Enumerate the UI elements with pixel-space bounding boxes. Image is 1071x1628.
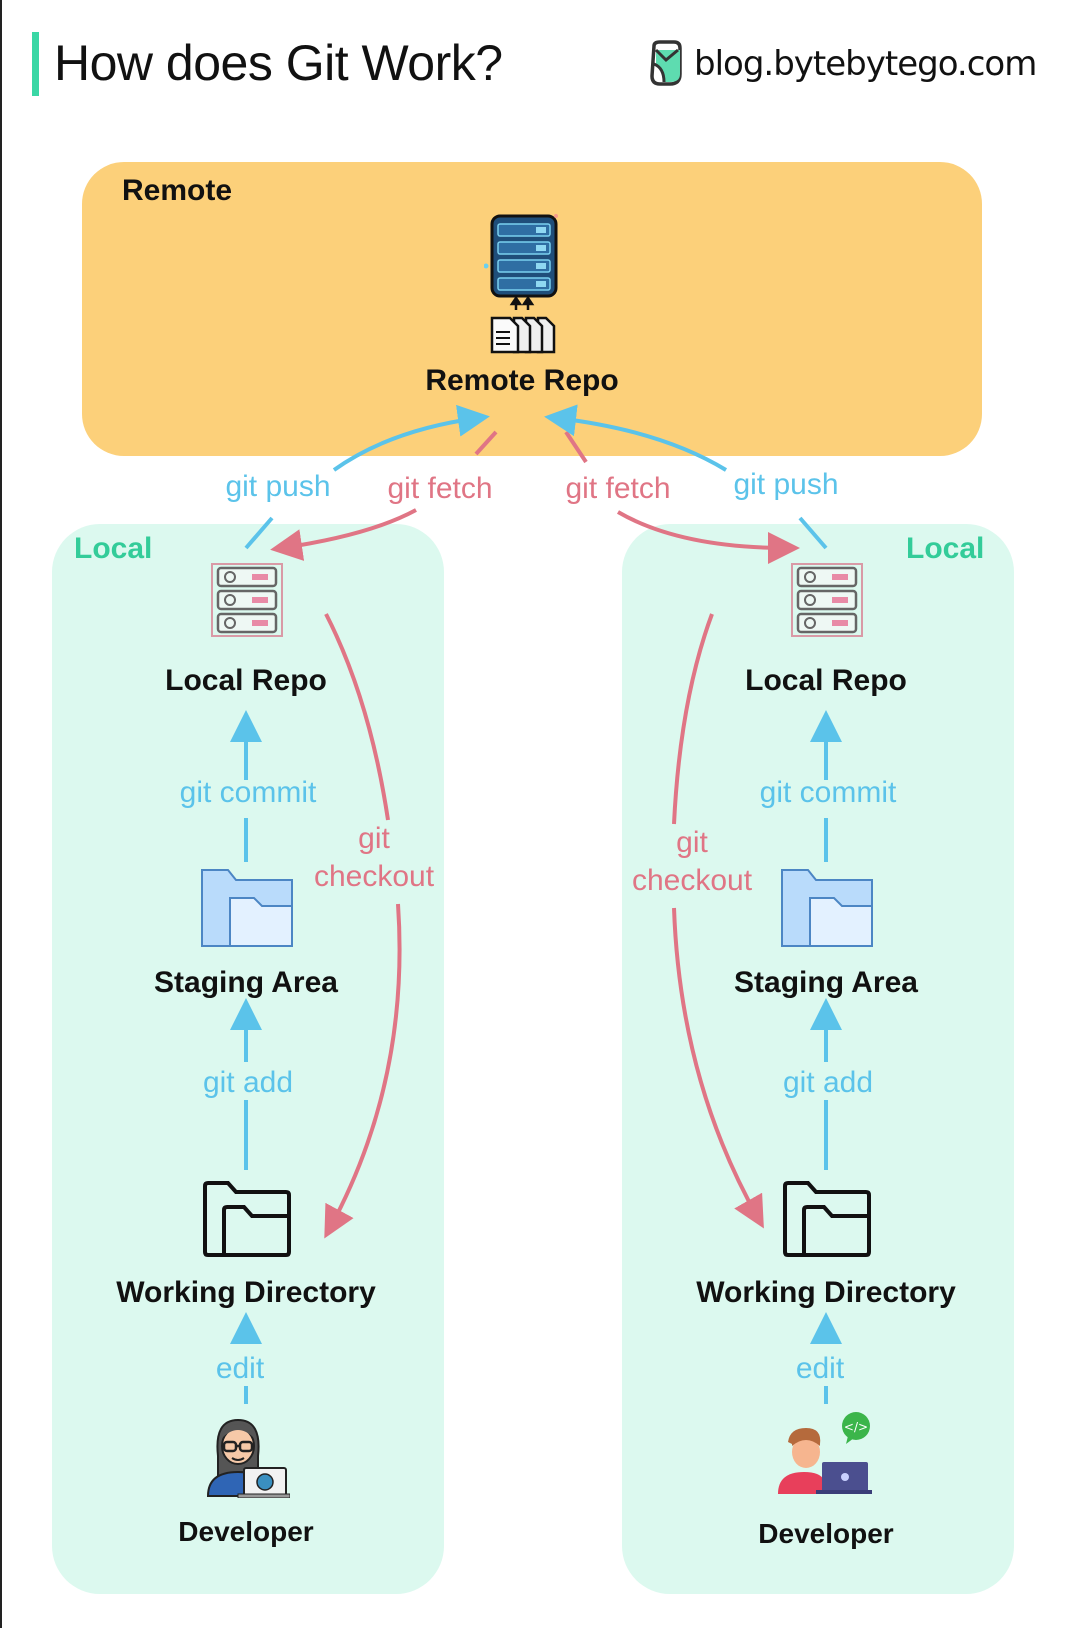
remote-zone-label: Remote xyxy=(122,174,233,207)
page-title: How does Git Work? xyxy=(54,35,503,91)
working-folder-icon-right xyxy=(783,1181,871,1257)
local-repo-icon-right xyxy=(791,563,863,637)
arrow-fetch-right xyxy=(616,510,800,564)
cmd-edit-right: edit xyxy=(795,1352,845,1385)
remote-server-icon xyxy=(484,214,558,354)
developer-avatar-right: </> xyxy=(778,1412,872,1494)
arrow-fetch-right-top xyxy=(564,430,588,464)
staging-area-label-left: Staging Area xyxy=(154,966,338,999)
working-directory-label-right: Working Directory xyxy=(696,1276,956,1309)
cmd-edit-left: edit xyxy=(215,1352,265,1385)
working-folder-icon-left xyxy=(203,1181,291,1257)
cmd-checkout-right-line1: git xyxy=(676,826,708,859)
arrow-checkout-right xyxy=(672,907,764,1229)
staging-folder-icon-right xyxy=(781,869,873,947)
cmd-push-right: git push xyxy=(733,468,839,501)
bytebytego-logo-icon xyxy=(650,40,682,86)
arrow-checkout-left xyxy=(324,903,402,1239)
cmd-commit-right: git commit xyxy=(759,776,897,809)
page-edge-line xyxy=(0,0,2,1628)
cmd-add-left: git add xyxy=(202,1066,294,1099)
local-zone-label-right: Local xyxy=(906,532,985,565)
working-directory-label-left: Working Directory xyxy=(116,1276,376,1309)
arrow-push-right xyxy=(798,516,828,550)
cmd-push-left: git push xyxy=(225,470,331,503)
cmd-checkout-right: git checkout xyxy=(632,824,752,900)
cmd-commit-left: git commit xyxy=(179,776,317,809)
arrow-fetch-left-top xyxy=(474,430,498,456)
arrow-push-left xyxy=(244,516,274,550)
local-repo-label-left: Local Repo xyxy=(165,664,327,697)
local-zone-label-left: Local xyxy=(74,532,153,565)
developer-avatar-left xyxy=(206,1418,290,1498)
staging-folder-icon-left xyxy=(201,869,293,947)
local-repo-label-right: Local Repo xyxy=(745,664,907,697)
arrow-checkout-left-top xyxy=(324,613,390,821)
cmd-checkout-right-line2: checkout xyxy=(631,864,753,897)
developer-label-left: Developer xyxy=(178,1516,314,1547)
staging-area-label-right: Staging Area xyxy=(734,966,918,999)
svg-text:</>: </> xyxy=(844,1420,868,1434)
remote-repo-label: Remote Repo xyxy=(425,364,619,397)
title-accent-bar xyxy=(32,32,39,96)
remote-zone xyxy=(82,162,982,456)
arrow-push-right-top xyxy=(544,404,728,472)
brand-url: blog.bytebytego.com xyxy=(694,44,1037,84)
arrow-push-left-top xyxy=(332,404,490,472)
brand: blog.bytebytego.com xyxy=(648,40,1037,88)
cmd-fetch-right: git fetch xyxy=(565,472,671,505)
developer-label-right: Developer xyxy=(758,1518,894,1549)
arrow-fetch-left xyxy=(270,508,417,561)
cmd-checkout-left: git checkout xyxy=(314,820,434,896)
local-repo-icon-left xyxy=(211,563,283,637)
arrow-checkout-right-top xyxy=(672,613,714,825)
cmd-add-right: git add xyxy=(782,1066,874,1099)
cmd-fetch-left: git fetch xyxy=(387,472,493,505)
cmd-checkout-left-line1: git xyxy=(358,822,390,855)
cmd-checkout-left-line2: checkout xyxy=(313,860,435,893)
